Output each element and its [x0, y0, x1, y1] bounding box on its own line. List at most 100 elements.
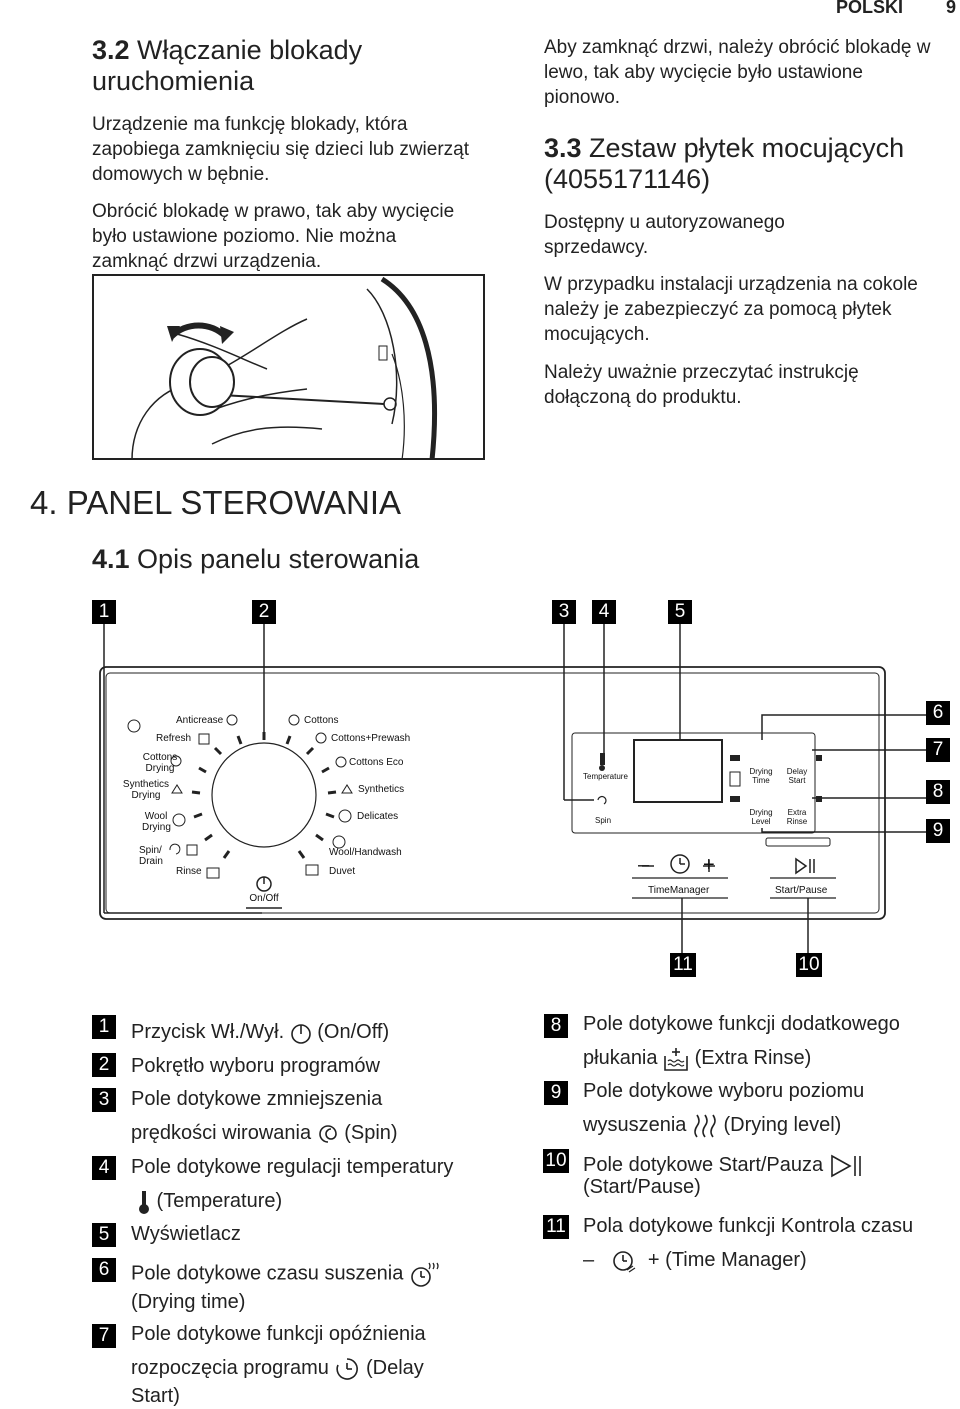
legend-num-8: 8 — [544, 1014, 568, 1038]
callout-5: 5 — [668, 600, 692, 624]
legend-num-5: 5 — [92, 1223, 116, 1247]
callout-7: 7 — [926, 738, 950, 762]
legend-num-9: 9 — [544, 1081, 568, 1105]
legend-item-1: Przycisk Wł./Wył. (On/Off) — [131, 1015, 389, 1049]
legend-text: Pole dotykowe regulacji temperatury — [131, 1156, 454, 1178]
section-3-2-title: 3.2 Włączanie blokady uruchomienia — [92, 35, 422, 97]
legend-item-11: Pola dotykowe funkcji Kontrola czasu – +… — [583, 1209, 913, 1277]
legend-item-4: Pole dotykowe regulacji temperatury (Tem… — [131, 1150, 453, 1218]
callout-4: 4 — [592, 600, 616, 624]
section-number: 3.3 — [544, 133, 582, 163]
chapter-title: 4. PANEL STEROWANIA — [30, 484, 402, 521]
program-rinse: Rinse — [176, 866, 202, 877]
program-cottons: Cottons — [304, 715, 339, 726]
callout-6: 6 — [926, 701, 950, 725]
child-lock-illustration — [92, 274, 485, 461]
available-para: Dostępny u autoryzowanego sprzedawcy. — [544, 212, 785, 258]
read-para: Należy uważnie przeczytać instrukcję doł… — [544, 362, 859, 408]
callout-1: 1 — [92, 600, 116, 624]
legend-text: Pole dotykowe wyboru poziomu — [583, 1080, 865, 1102]
program-cottons-prewash: Cottons+Prewash — [331, 733, 411, 744]
extra-rinse-button[interactable]: Extra Rinse — [786, 808, 808, 826]
program-delicates: Delicates — [357, 811, 399, 822]
legend-text: prędkości wirowania — [131, 1122, 317, 1144]
program-wool-handwash: Wool/Handwash — [329, 847, 402, 858]
program-refresh: Refresh — [156, 733, 192, 744]
legend-text: Przycisk Wł./Wył. — [131, 1021, 290, 1043]
start-pause-button[interactable]: Start/Pause — [775, 885, 828, 896]
start-pause-icon — [830, 1154, 861, 1178]
callout-11: 11 — [670, 953, 696, 977]
spin-icon — [318, 1124, 337, 1143]
page-number: 9 — [946, 0, 957, 17]
power-icon — [290, 1023, 311, 1044]
extra-rinse-icon — [664, 1047, 688, 1071]
time-manager-label: TimeManager — [648, 885, 710, 896]
plus-icon: + — [647, 1249, 660, 1271]
program-duvet: Duvet — [329, 866, 356, 877]
legend-text: rozpoczęcia programu — [131, 1357, 335, 1379]
legend-item-6: Pole dotykowe czasu suszenia (Drying tim… — [131, 1259, 439, 1315]
legend-item-9: Pole dotykowe wyboru poziomu wysuszenia … — [583, 1074, 864, 1142]
legend-text: (Drying time) — [131, 1291, 246, 1313]
legend-text: Start) — [131, 1385, 180, 1407]
legend-text: płukania — [583, 1047, 664, 1069]
legend-item-2: Pokrętło wyboru programów — [131, 1055, 380, 1077]
drying-level-icon — [694, 1114, 716, 1138]
legend-item-8: Pole dotykowe funkcji dodatkowego płukan… — [583, 1007, 900, 1075]
legend-item-10: Pole dotykowe Start/Pauza (Start/Pause) — [583, 1151, 865, 1201]
program-cottons-eco: Cottons Eco — [349, 757, 404, 768]
legend-num-10: 10 — [543, 1149, 569, 1173]
legend-text: (Spin) — [338, 1122, 398, 1144]
program-wool-drying: Wool Drying — [142, 811, 171, 833]
program-spin-drain: Spin/ Drain — [139, 845, 163, 867]
legend-text: Pole dotykowe zmniejszenia — [131, 1088, 383, 1110]
drying-level-button[interactable]: Drying Level — [749, 808, 773, 826]
legend-num-2: 2 — [92, 1053, 116, 1077]
delay-start-icon — [336, 1357, 359, 1380]
section-title: Włączanie blokady uruchomienia — [92, 35, 363, 96]
minus-icon: – — [583, 1249, 595, 1271]
install-para: W przypadku instalacji urządzenia na cok… — [544, 274, 918, 345]
legend-text: wysuszenia — [583, 1114, 692, 1136]
callout-9: 9 — [926, 819, 950, 843]
section-number: 4.1 — [92, 544, 130, 574]
legend-num-6: 6 — [92, 1258, 116, 1282]
callout-8: 8 — [926, 780, 950, 804]
section-number: 3.2 — [92, 35, 130, 65]
on-off-button[interactable]: On/Off — [249, 893, 279, 904]
legend-text: (Drying level) — [717, 1114, 842, 1136]
section-title: Zestaw płytek mocujących (4055171146) — [544, 133, 905, 194]
callout-10: 10 — [796, 953, 822, 977]
legend-text: (Time Manager) — [659, 1249, 807, 1271]
subsection-4-1-title: 4.1 Opis panelu sterowania — [92, 544, 419, 575]
legend-item-3: Pole dotykowe zmniejszenia prędkości wir… — [131, 1082, 398, 1150]
legend-text: (Start/Pause) — [583, 1176, 701, 1198]
program-cottons-drying: Cottons Drying — [142, 752, 178, 774]
legend-text: Pola dotykowe funkcji Kontrola czasu — [583, 1215, 914, 1237]
time-manager-plus[interactable]: + — [703, 854, 715, 876]
section-3-2-para1: Urządzenie ma funkcję blokady, która zap… — [92, 114, 470, 185]
legend-text: Pole dotykowe funkcji opóźnienia — [131, 1323, 426, 1345]
temperature-button[interactable]: Temperature — [583, 772, 628, 781]
spin-button[interactable]: Spin — [595, 816, 612, 825]
legend-item-7: Pole dotykowe funkcji opóźnienia rozpocz… — [131, 1317, 426, 1407]
section-3-3-title: 3.3 Zestaw płytek mocujących (4055171146… — [544, 133, 954, 195]
legend-num-3: 3 — [92, 1088, 116, 1112]
callout-3: 3 — [552, 600, 576, 624]
legend-num-7: 7 — [92, 1324, 116, 1348]
legend-text: (Delay — [360, 1357, 424, 1379]
time-manager-minus[interactable]: – — [638, 854, 650, 876]
header-language: POLSKI — [836, 0, 904, 17]
legend-text: (On/Off) — [311, 1021, 390, 1043]
legend-text: Pole dotykowe Start/Pauza — [583, 1154, 829, 1176]
program-synthetics: Synthetics — [358, 784, 405, 795]
legend-text: (Extra Rinse) — [689, 1047, 812, 1069]
delay-start-button[interactable]: Delay Start — [786, 767, 808, 785]
legend-num-4: 4 — [92, 1156, 116, 1180]
legend-text: (Temperature) — [151, 1190, 283, 1212]
legend-num-1: 1 — [92, 1015, 116, 1039]
thermometer-icon — [139, 1190, 149, 1214]
drying-time-button[interactable]: Drying Time — [749, 767, 773, 785]
program-synthetics-drying: Synthetics Drying — [122, 779, 170, 801]
